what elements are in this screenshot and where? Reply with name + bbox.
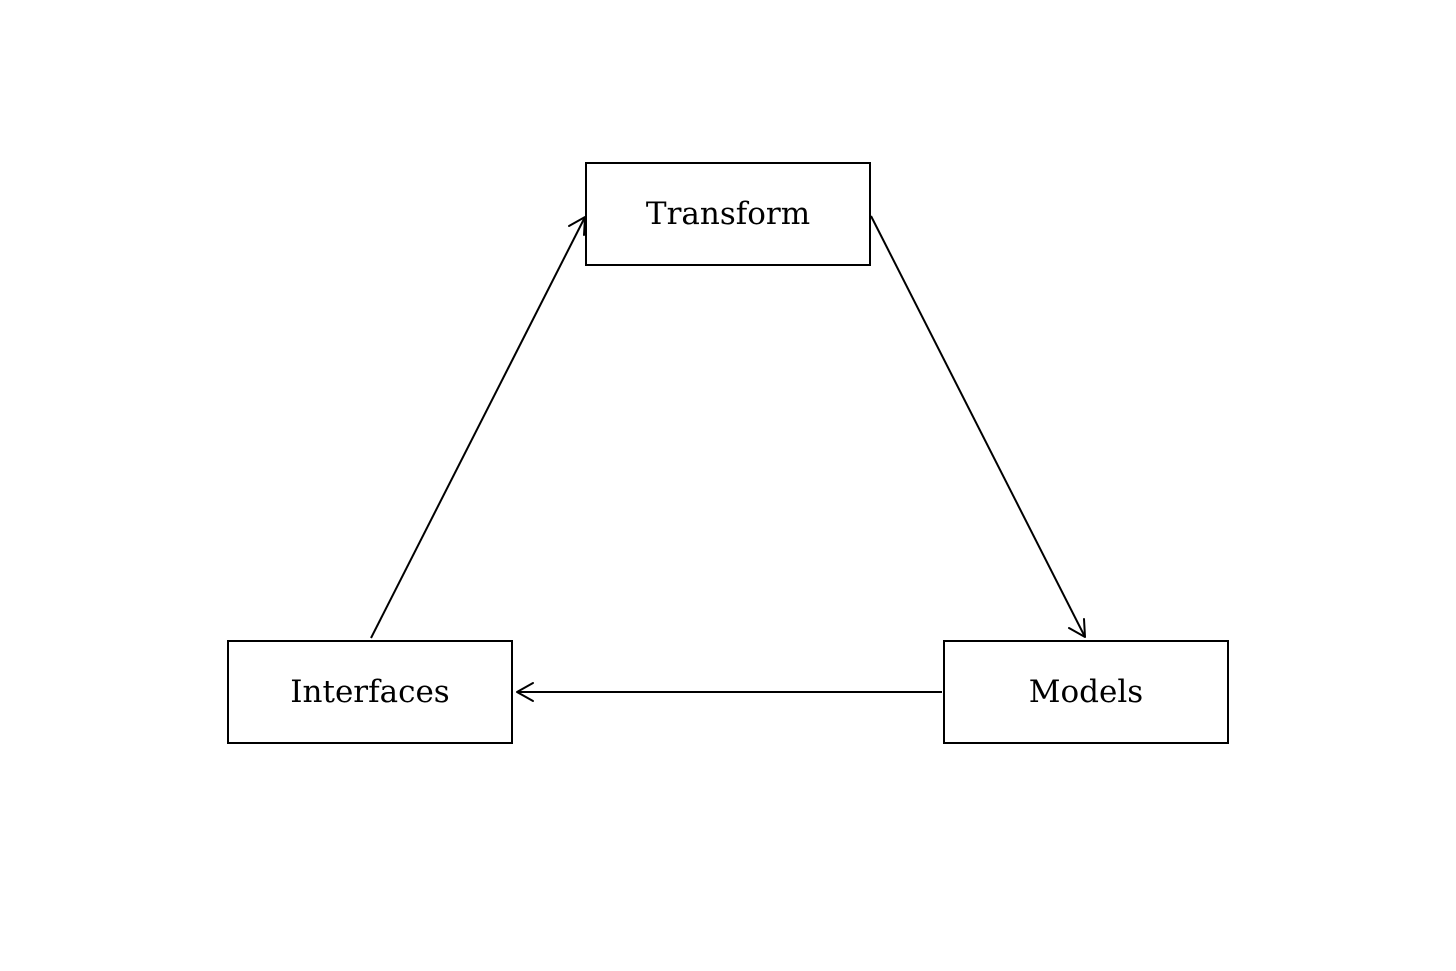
node-box <box>943 640 1229 744</box>
edge-interfaces-to-transform <box>370 216 586 639</box>
node-box <box>585 162 871 266</box>
node-box <box>227 640 513 744</box>
edge-line <box>370 216 586 639</box>
node-models: Models <box>943 640 1229 744</box>
node-label-interfaces: Interfaces <box>290 674 449 710</box>
edge-models-to-interfaces <box>516 682 942 702</box>
arrow-head-icon <box>1068 618 1086 638</box>
edge-line <box>870 215 1086 638</box>
arrow-head-icon <box>516 682 534 702</box>
node-label-models: Models <box>1029 674 1143 710</box>
node-interfaces: Interfaces <box>227 640 513 744</box>
node-transform: Transform <box>585 162 871 266</box>
edge-transform-to-models <box>870 215 1086 638</box>
node-label-transform: Transform <box>646 196 810 232</box>
